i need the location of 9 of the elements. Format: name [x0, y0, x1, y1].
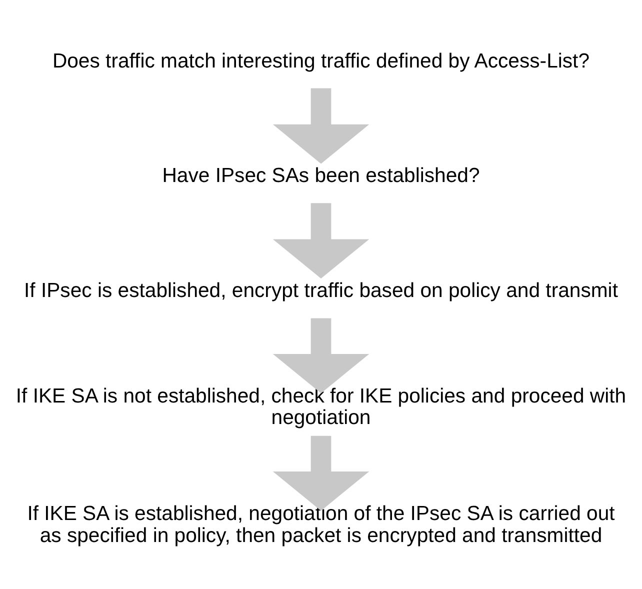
arrow: [272, 88, 370, 164]
arrow: [272, 203, 370, 278]
arrow: [272, 318, 370, 394]
node-text: If IKE SA is not established, check for IKE policies and proceed with negotiation: [16, 385, 626, 430]
node-text: If IKE SA is established, negotiation of the IPsec SA is carried out as specified in policy, then packet is encrypted and transmitted: [27, 503, 615, 547]
node-text: If IPsec is established, encrypt traffic based on policy and transmit: [24, 280, 618, 302]
arrow: [272, 436, 370, 511]
node-text: Have IPsec SAs been established?: [162, 165, 480, 188]
node-text: Does traffic match interesting traffic defined by Access-List?: [52, 50, 590, 72]
